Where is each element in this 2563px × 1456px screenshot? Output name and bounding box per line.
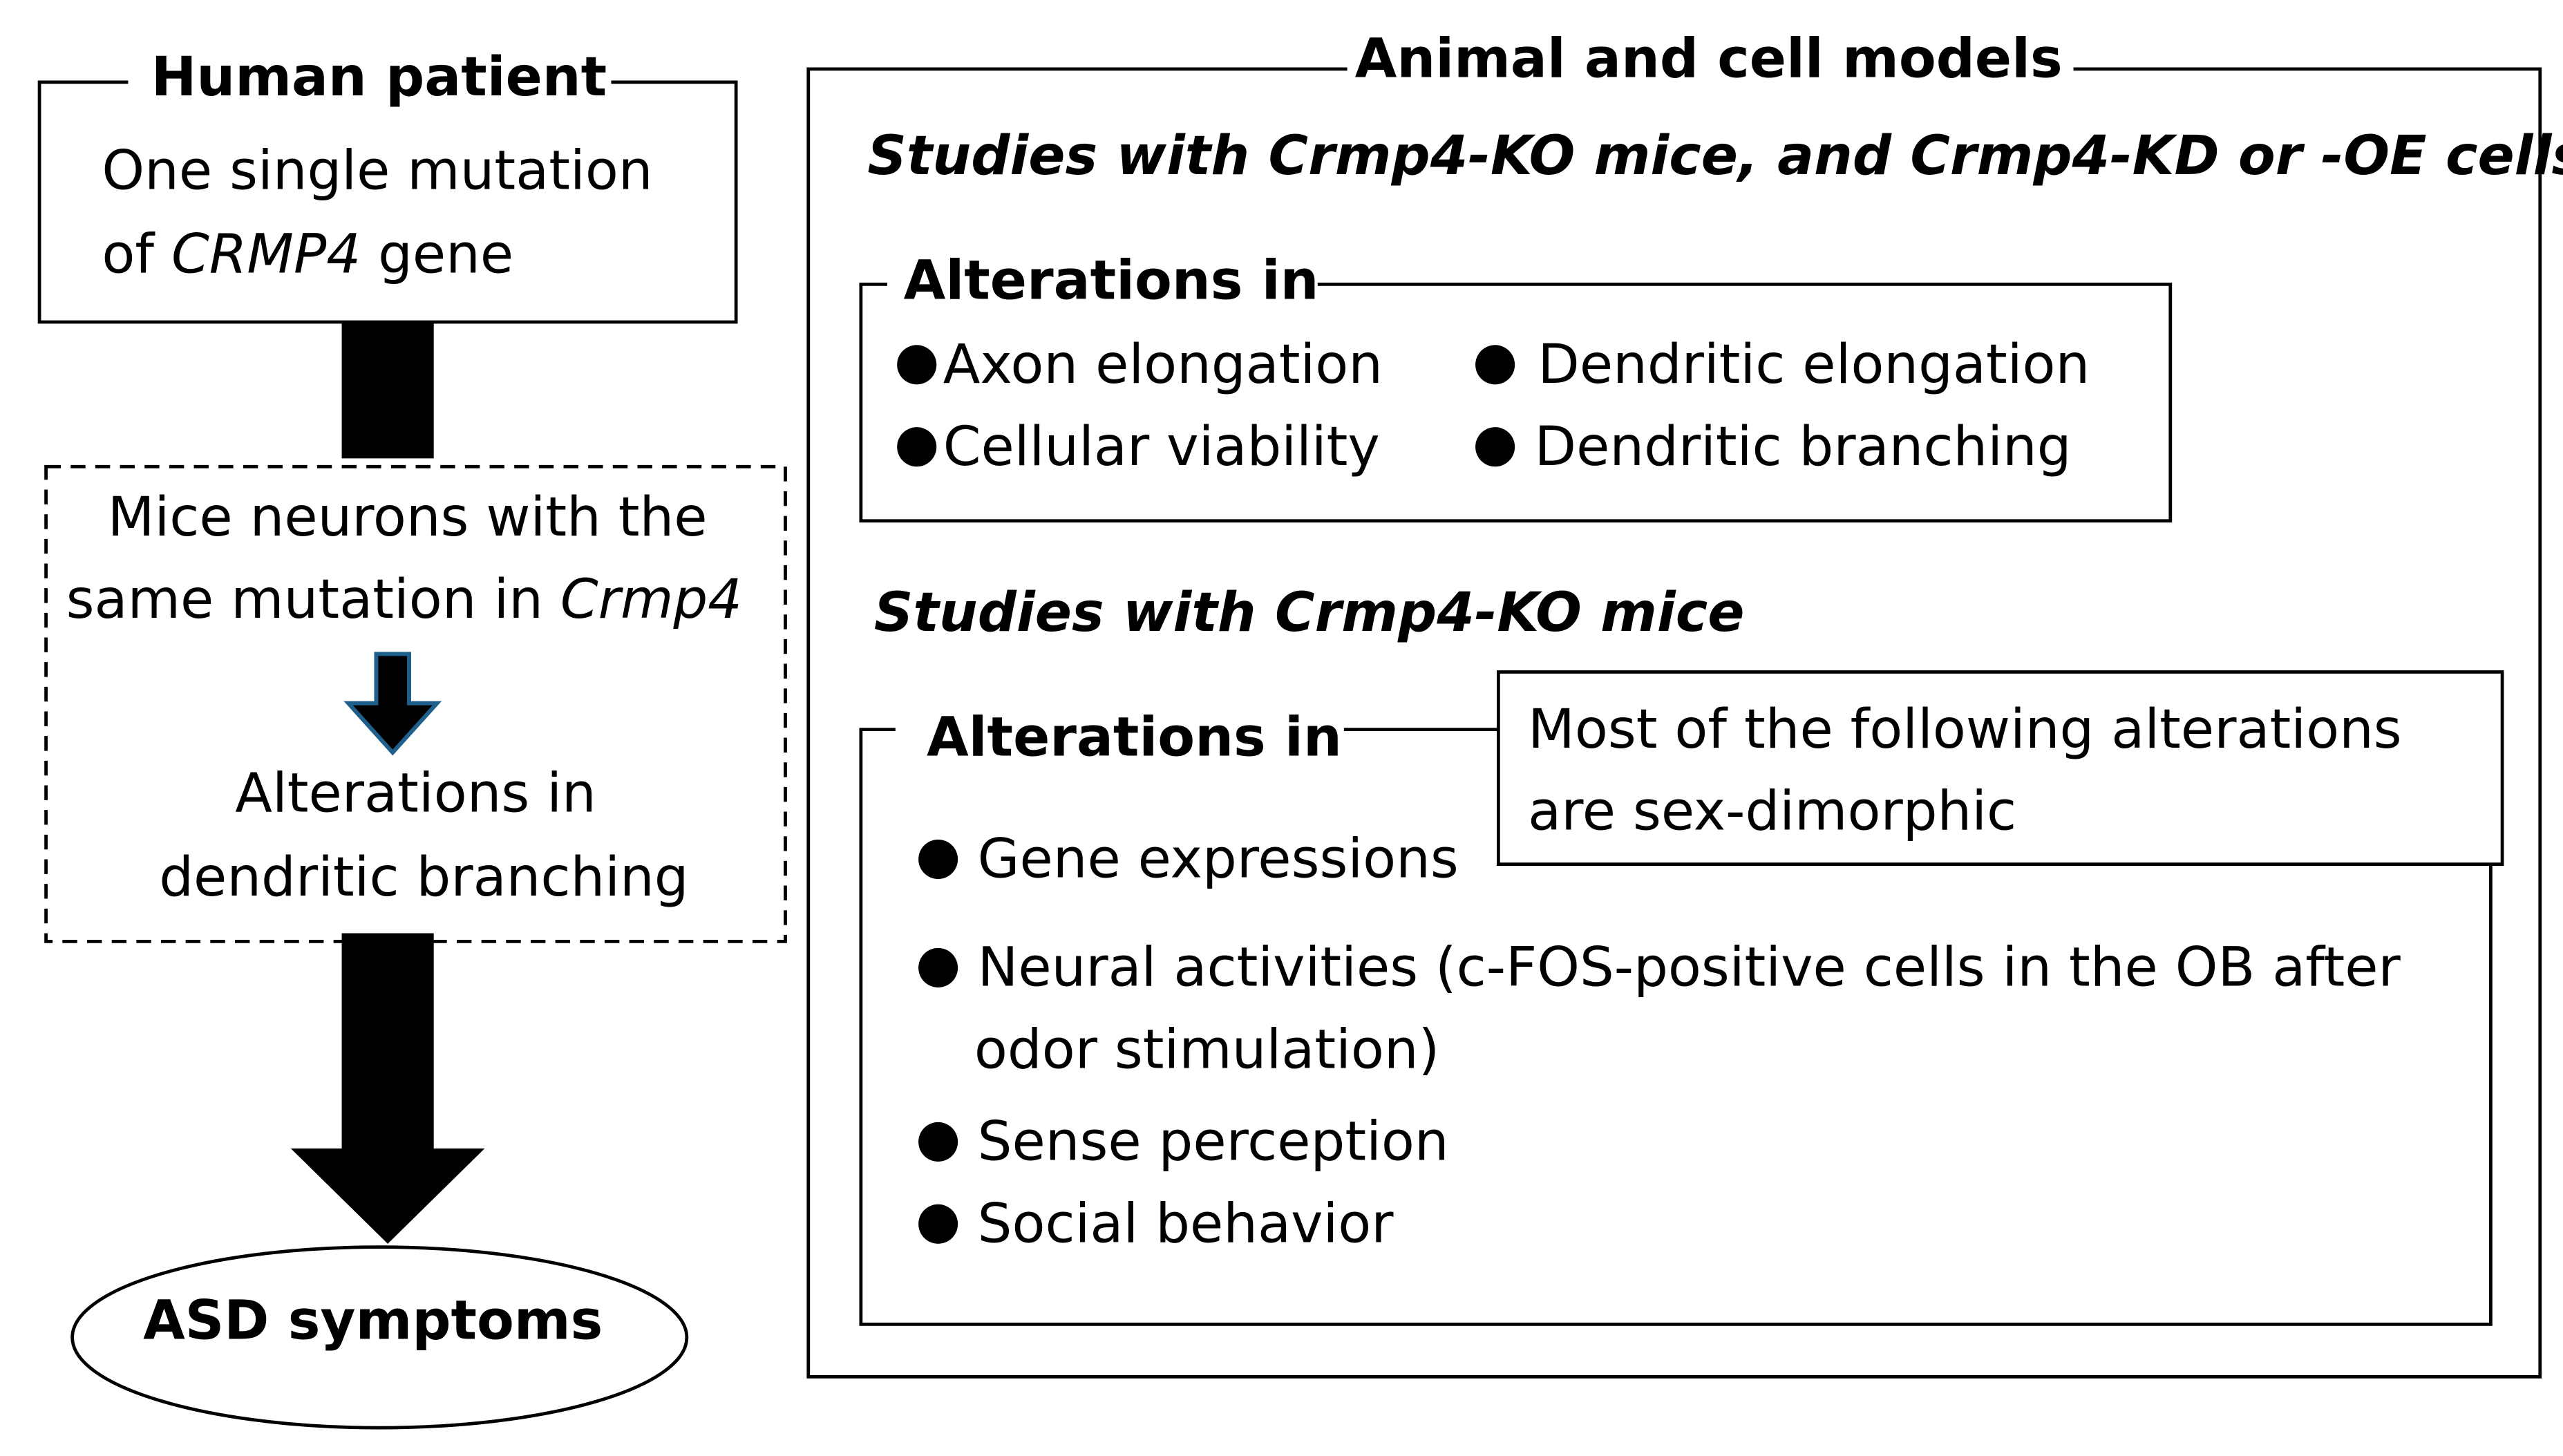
bullet-icon — [897, 345, 937, 385]
note-line1: Most of the following alterations — [1528, 697, 2402, 761]
section1-box: Alterations in Axon elongation Dendritic… — [859, 249, 2173, 523]
bullet-icon — [1475, 427, 1515, 467]
bullet-icon — [897, 427, 937, 467]
bullet-icon — [918, 1122, 958, 1162]
asd-symptoms-label: ASD symptoms — [143, 1289, 603, 1352]
section2-item-neural-activities: Neural activities (c-FOS-positive cells … — [978, 936, 2401, 999]
human-patient-box: Human patient One single mutation of CRM… — [37, 45, 738, 324]
section2-box: Alterations in Most of the following alt… — [859, 670, 2504, 1326]
mice-neurons-line2: same mutation in Crmp4 — [66, 567, 742, 631]
bullet-icon — [1475, 345, 1515, 385]
section2-item-neural-activities-cont: odor stimulation) — [974, 1017, 1439, 1081]
human-patient-title: Human patient — [151, 45, 607, 108]
section1-item-cellular-viability: Cellular viability — [943, 415, 1380, 478]
asd-symptoms-node: ASD symptoms — [70, 1245, 689, 1430]
note-line2: are sex-dimorphic — [1528, 779, 2016, 843]
bullet-icon — [918, 1204, 958, 1244]
section1-item-axon-elongation: Axon elongation — [943, 332, 1383, 396]
animal-cell-models-panel: Animal and cell models Studies with Crmp… — [806, 27, 2563, 1379]
big-down-arrow-icon — [290, 933, 485, 1244]
panel-title: Animal and cell models — [1355, 27, 2063, 91]
human-patient-line2: of CRMP4 gene — [102, 223, 513, 286]
mice-neurons-box: Mice neurons with the same mutation in C… — [44, 464, 787, 943]
sex-dimorphic-note: Most of the following alterations are se… — [1496, 670, 2504, 866]
section1-box-title: Alterations in — [904, 249, 1319, 312]
down-arrow-icon — [343, 652, 442, 756]
bullet-icon — [918, 947, 958, 987]
mice-neurons-alt-line2: dendritic branching — [159, 845, 688, 909]
section2-box-title: Alterations in — [927, 706, 1342, 769]
connector-bar-top — [341, 322, 434, 459]
section1-item-dendritic-branching: Dendritic branching — [1535, 415, 2072, 478]
bullet-icon — [918, 839, 958, 880]
section1-item-dendritic-elongation: Dendritic elongation — [1538, 332, 2090, 396]
section2-item-gene-expressions: Gene expressions — [978, 827, 1459, 891]
section2-item-social-behavior: Social behavior — [978, 1191, 1394, 1255]
mice-neurons-line1: Mice neurons with the — [108, 485, 708, 549]
human-patient-line1: One single mutation — [102, 138, 652, 202]
section2-heading: Studies with Crmp4-KO mice — [874, 580, 1745, 644]
section2-item-sense-perception: Sense perception — [978, 1110, 1449, 1173]
mice-neurons-alt-line1: Alterations in — [235, 762, 596, 825]
section1-heading: Studies with Crmp4-KO mice, and Crmp4-KD… — [867, 124, 2563, 187]
